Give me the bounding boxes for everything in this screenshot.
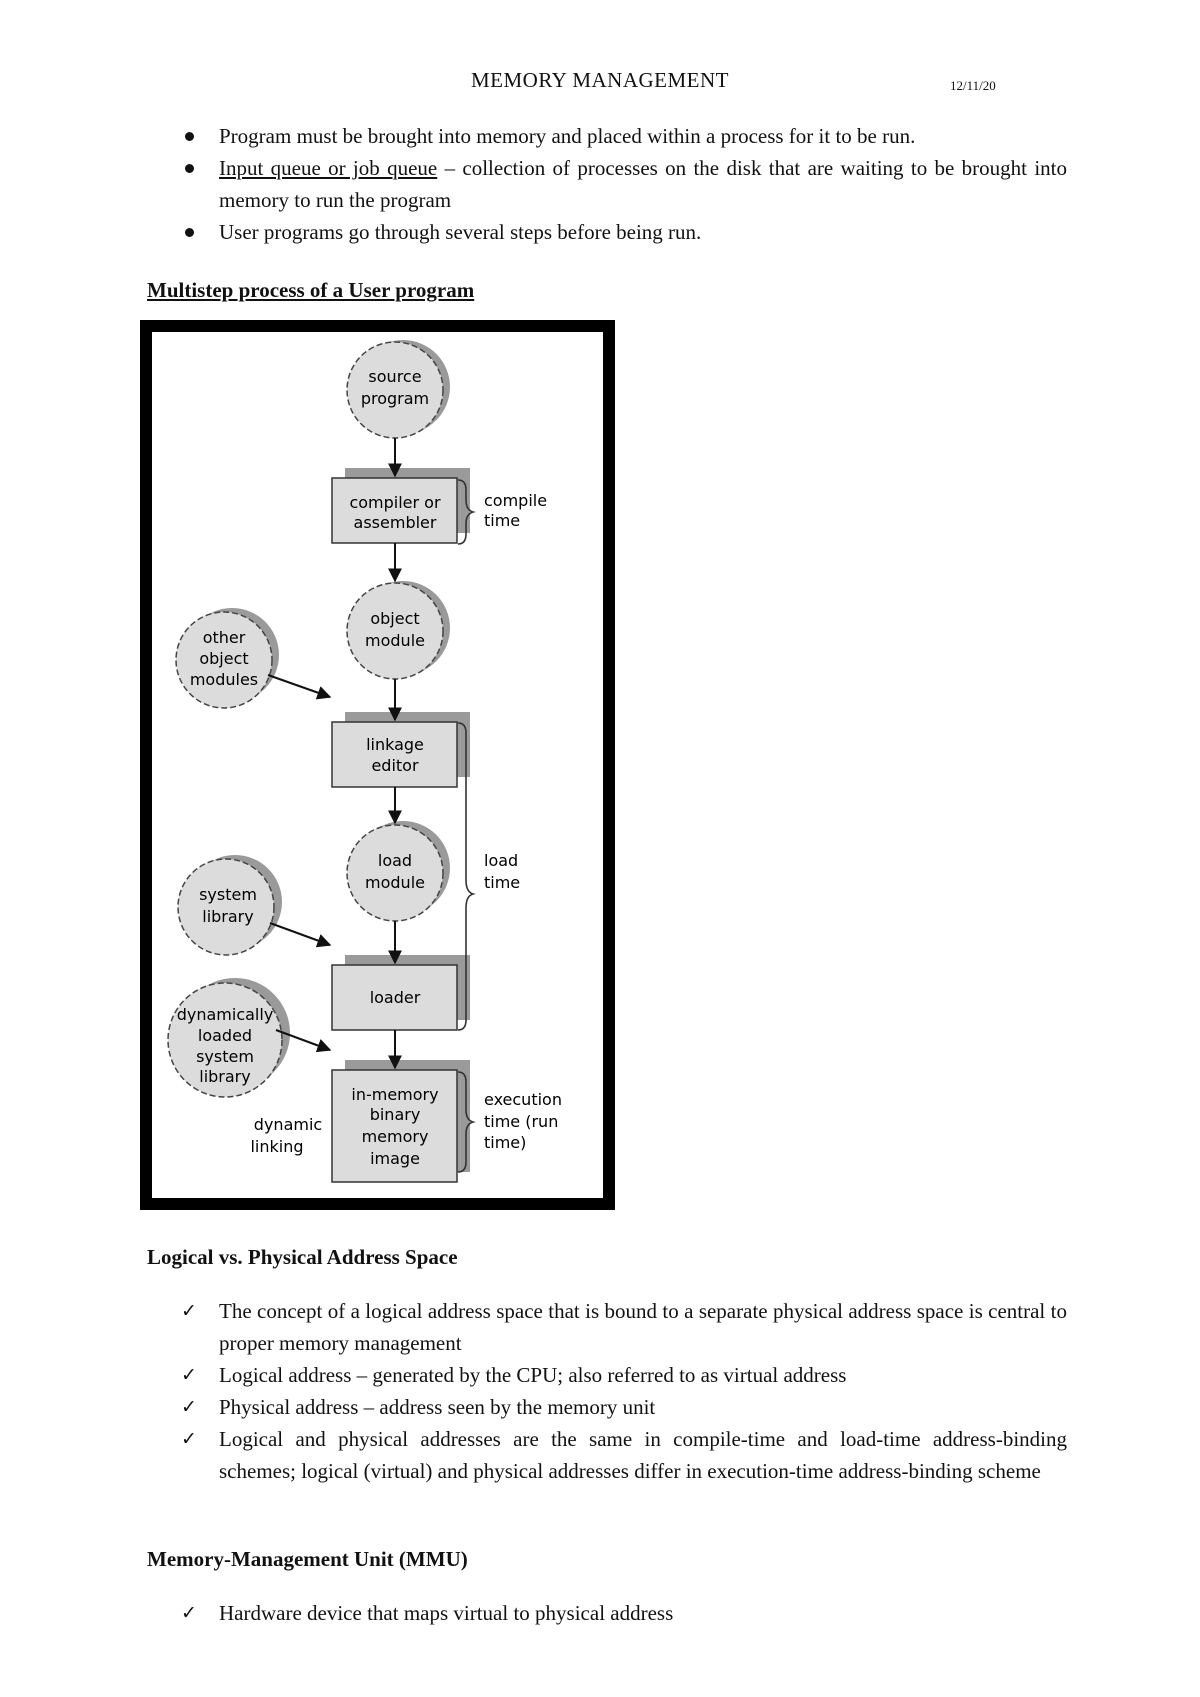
dynamic-library-node: dynamically loaded system library xyxy=(167,978,290,1098)
compiler-node: compiler or assembler xyxy=(331,468,470,544)
dynamic-library-label-3: system xyxy=(196,1047,254,1066)
multistep-process-diagram: source program compiler or assembler obj… xyxy=(140,320,615,1210)
page-title: MEMORY MANAGEMENT xyxy=(471,68,729,92)
checkmark-icon: ✓ xyxy=(181,1602,197,1624)
check-list-item: ✓ Physical address – address seen by the… xyxy=(147,1391,1067,1423)
linkage-editor-label-2: editor xyxy=(371,756,419,775)
source-program-node: source program xyxy=(346,340,450,439)
checkmark-icon: ✓ xyxy=(181,1300,197,1322)
intro-bullet-item: Program must be brought into memory and … xyxy=(147,120,1067,152)
other-object-modules-node: other object modules xyxy=(175,608,279,709)
execution-time-brace xyxy=(457,1071,476,1173)
check-item-text: The concept of a logical address space t… xyxy=(219,1299,1067,1355)
compile-time-brace xyxy=(457,479,476,545)
bullet-icon xyxy=(185,228,194,237)
bullet-text: Program must be brought into memory and … xyxy=(219,124,916,148)
system-library-label-2: library xyxy=(202,907,253,926)
check-item-text: Hardware device that maps virtual to phy… xyxy=(219,1601,674,1625)
logical-physical-list: ✓ The concept of a logical address space… xyxy=(147,1295,1067,1487)
in-memory-image-node: in-memory binary memory image xyxy=(331,1060,470,1183)
arrow-system-to-loader xyxy=(269,922,332,948)
load-module-node: load module xyxy=(346,821,450,922)
other-object-label-3: modules xyxy=(190,670,258,689)
arrow-dynamic-to-image xyxy=(275,1029,332,1053)
section-heading-multistep: Multistep process of a User program xyxy=(147,278,475,302)
page-date: 12/11/20 xyxy=(950,78,996,93)
section-heading-mmu: Memory-Management Unit (MMU) xyxy=(147,1547,468,1571)
execution-time-label-1: execution xyxy=(484,1090,562,1109)
compile-time-label-2: time xyxy=(484,511,520,530)
dynamic-linking-label-1: dynamic xyxy=(254,1115,322,1134)
dynamic-library-label-4: library xyxy=(199,1067,250,1086)
bullet-icon xyxy=(185,132,194,141)
loader-node: loader xyxy=(331,955,470,1031)
dynamic-library-label-2: loaded xyxy=(198,1026,252,1045)
in-memory-label-4: image xyxy=(370,1149,420,1168)
checkmark-icon: ✓ xyxy=(181,1396,197,1418)
source-program-label-2: program xyxy=(361,389,429,408)
arrow-other-to-linkage xyxy=(267,674,332,700)
check-list-item: ✓ Hardware device that maps virtual to p… xyxy=(147,1597,1067,1629)
check-item-text: Physical address – address seen by the m… xyxy=(219,1395,656,1419)
checkmark-icon: ✓ xyxy=(181,1428,197,1450)
in-memory-label-3: memory xyxy=(362,1127,429,1146)
check-list-item: ✓ Logical address – generated by the CPU… xyxy=(147,1359,1067,1391)
check-list-item: ✓ Logical and physical addresses are the… xyxy=(147,1423,1067,1487)
compiler-label-1: compiler or xyxy=(349,493,441,512)
load-time-label-1: load xyxy=(484,851,518,870)
load-time-brace xyxy=(457,722,476,1031)
compile-time-label-1: compile xyxy=(484,491,547,510)
in-memory-label-2: binary xyxy=(370,1105,421,1124)
bullet-text: – collection of processes on the disk th… xyxy=(219,156,1067,212)
system-library-label-1: system xyxy=(199,885,257,904)
dynamic-linking-label-2: linking xyxy=(250,1137,303,1156)
load-time-label-2: time xyxy=(484,873,520,892)
loader-label: loader xyxy=(370,988,421,1007)
check-item-text: Logical and physical addresses are the s… xyxy=(219,1427,1067,1483)
bullet-underlined-term: Input queue or job queue xyxy=(219,156,438,180)
load-module-label-2: module xyxy=(365,873,425,892)
compiler-label-2: assembler xyxy=(354,513,437,532)
linkage-editor-label-1: linkage xyxy=(366,735,424,754)
other-object-label-1: other xyxy=(203,628,246,647)
in-memory-label-1: in-memory xyxy=(351,1085,438,1104)
check-list-item: ✓ The concept of a logical address space… xyxy=(147,1295,1067,1359)
object-module-node: object module xyxy=(346,581,450,680)
intro-bullet-item: User programs go through several steps b… xyxy=(147,216,1067,248)
execution-time-label-3: time) xyxy=(484,1133,526,1152)
intro-bullet-list: Program must be brought into memory and … xyxy=(147,120,1067,248)
load-module-label-1: load xyxy=(378,851,412,870)
mmu-list: ✓ Hardware device that maps virtual to p… xyxy=(147,1597,1067,1629)
dynamic-library-label-1: dynamically xyxy=(177,1005,274,1024)
linkage-editor-node: linkage editor xyxy=(331,712,470,788)
source-program-label-1: source xyxy=(368,367,421,386)
checkmark-icon: ✓ xyxy=(181,1364,197,1386)
bullet-icon xyxy=(185,164,194,173)
bullet-text: User programs go through several steps b… xyxy=(219,220,702,244)
other-object-label-2: object xyxy=(199,649,248,668)
check-item-text: Logical address – generated by the CPU; … xyxy=(219,1363,847,1387)
system-library-node: system library xyxy=(177,855,282,956)
section-heading-logical-physical: Logical vs. Physical Address Space xyxy=(147,1245,458,1269)
intro-bullet-item: Input queue or job queue – collection of… xyxy=(147,152,1067,216)
execution-time-label-2: time (run xyxy=(484,1112,558,1131)
object-module-label-1: object xyxy=(370,609,419,628)
object-module-label-2: module xyxy=(365,631,425,650)
